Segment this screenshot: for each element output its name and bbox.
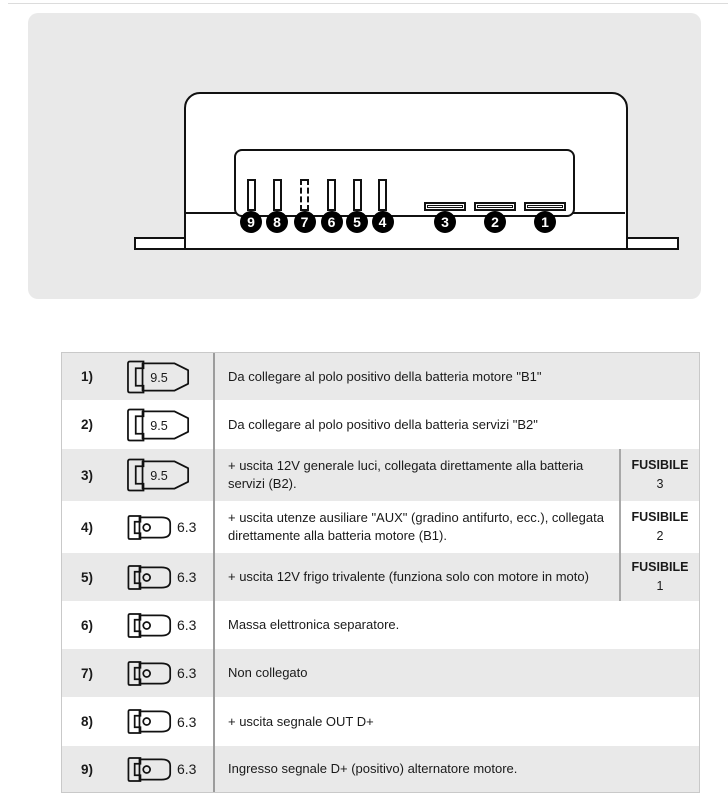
terminal-badge: 8	[266, 211, 288, 233]
row-number: 4)	[81, 519, 94, 535]
table-row: 3) 9.5 + uscita 12V generale luci, colle…	[62, 449, 699, 501]
row-connector-cell: 1) 9.5	[62, 353, 215, 400]
terminal-6_3-icon: 6.3	[127, 564, 197, 590]
row-description: + uscita 12V frigo trivalente (funziona …	[215, 553, 619, 601]
fuse-cell: FUSIBILE 1	[619, 553, 699, 601]
terminal-pin	[352, 179, 362, 211]
row-description: + uscita utenze ausiliare "AUX" (gradino…	[215, 501, 619, 553]
table-row: 1) 9.5 Da collegare al polo positivo del…	[62, 353, 699, 400]
row-connector-cell: 5) 6.3	[62, 553, 215, 601]
terminal-pin	[272, 179, 282, 211]
row-description-text: + uscita 12V frigo trivalente (funziona …	[228, 569, 589, 585]
terminal-badge: 6	[320, 211, 343, 233]
row-connector-cell: 6) 6.3	[62, 601, 215, 649]
terminal-size-label: 6.3	[177, 617, 197, 633]
terminal-6_3-icon: 6.3	[127, 612, 197, 638]
mounting-flange-left	[134, 237, 186, 250]
terminal-size-label: 9.5	[150, 370, 168, 384]
table-row: 9) 6.3 Ingresso segnale D+ (positivo) al…	[62, 746, 699, 792]
terminal-badge: 7	[293, 211, 316, 233]
terminal-blade	[474, 202, 516, 211]
terminal-size-label: 6.3	[177, 761, 197, 777]
terminal-badge: 3	[434, 211, 456, 233]
row-connector-cell: 4) 6.3	[62, 501, 215, 553]
terminal-blade	[424, 202, 466, 211]
terminal-size-label: 6.3	[177, 569, 197, 585]
row-description: Da collegare al polo positivo della batt…	[215, 400, 699, 449]
table-row: 7) 6.3 Non collegato	[62, 649, 699, 697]
terminal-9_5-icon: 9.5	[127, 360, 193, 394]
row-description: Massa elettronica separatore.	[215, 601, 699, 649]
terminal-9_5-icon: 9.5	[127, 408, 193, 442]
table-row: 2) 9.5 Da collegare al polo positivo del…	[62, 400, 699, 449]
terminal-size-label: 9.5	[150, 418, 168, 432]
row-description-text: Massa elettronica separatore.	[228, 617, 400, 633]
terminal-pin	[327, 179, 336, 211]
terminal-size-label: 9.5	[150, 469, 168, 483]
fuse-number: 1	[656, 579, 664, 593]
row-description-text: + uscita 12V generale luci, collegata di…	[228, 458, 584, 491]
row-description-text: Ingresso segnale D+ (positivo) alternato…	[228, 761, 518, 777]
row-number: 6)	[81, 617, 94, 633]
terminal-pin	[300, 179, 309, 211]
row-description: Non collegato	[215, 649, 699, 697]
table-row: 6) 6.3 Massa elettronica separatore.	[62, 601, 699, 649]
terminal-badge: 1	[534, 211, 556, 233]
row-number: 5)	[81, 569, 94, 585]
row-description-text: Da collegare al polo positivo della batt…	[228, 416, 538, 432]
row-connector-cell: 8) 6.3	[62, 697, 215, 746]
mounting-flange-right	[626, 237, 679, 250]
terminal-size-label: 6.3	[177, 519, 197, 535]
row-description-text: + uscita utenze ausiliare "AUX" (gradino…	[228, 510, 604, 543]
connector-panel	[234, 149, 575, 217]
row-connector-cell: 3) 9.5	[62, 449, 215, 501]
row-number: 3)	[81, 467, 94, 483]
terminal-9_5-icon: 9.5	[127, 458, 193, 492]
terminal-pin	[378, 179, 387, 211]
row-description: Da collegare al polo positivo della batt…	[215, 353, 699, 400]
table-row: 5) 6.3 + uscita 12V frigo trivalente (fu…	[62, 553, 699, 601]
row-number: 9)	[81, 761, 94, 777]
row-description: + uscita segnale OUT D+	[215, 697, 699, 746]
row-number: 2)	[81, 417, 94, 432]
row-number: 8)	[81, 714, 94, 729]
terminal-size-label: 6.3	[177, 665, 197, 681]
terminal-6_3-icon: 6.3	[127, 756, 197, 782]
row-connector-cell: 7) 6.3	[62, 649, 215, 697]
terminal-legend-table: 1) 9.5 Da collegare al polo positivo del…	[61, 352, 700, 793]
page-top-hairline	[8, 3, 728, 4]
row-connector-cell: 2) 9.5	[62, 400, 215, 449]
terminal-badge: 9	[240, 211, 262, 233]
row-description: + uscita 12V generale luci, collegata di…	[215, 449, 619, 501]
row-number: 1)	[81, 369, 94, 384]
row-description-text: Non collegato	[228, 665, 308, 681]
fuse-label: FUSIBILE	[631, 560, 689, 575]
table-row: 8) 6.3 + uscita segnale OUT D+	[62, 697, 699, 746]
fuse-label: FUSIBILE	[631, 510, 689, 525]
fuse-cell: FUSIBILE 3	[619, 449, 699, 501]
row-description: Ingresso segnale D+ (positivo) alternato…	[215, 746, 699, 792]
terminal-badge: 2	[484, 211, 506, 233]
terminal-6_3-icon: 6.3	[127, 660, 197, 686]
table-row: 4) 6.3 + uscita utenze ausiliare "AUX" (…	[62, 501, 699, 553]
terminal-pin	[246, 179, 256, 211]
fuse-number: 2	[656, 529, 664, 543]
terminal-6_3-icon: 6.3	[127, 514, 197, 540]
terminal-blade	[524, 202, 566, 211]
terminal-size-label: 6.3	[177, 713, 197, 730]
fuse-cell: FUSIBILE 2	[619, 501, 699, 553]
terminal-6_3-icon: 6.3	[127, 709, 196, 734]
row-description-text: Da collegare al polo positivo della batt…	[228, 368, 542, 384]
terminal-badge: 5	[346, 211, 368, 233]
terminal-badge: 4	[371, 211, 394, 233]
row-connector-cell: 9) 6.3	[62, 746, 215, 792]
fuse-number: 3	[656, 477, 664, 491]
fuse-label: FUSIBILE	[631, 458, 689, 473]
row-description-text: + uscita segnale OUT D+	[228, 713, 374, 729]
row-number: 7)	[81, 665, 94, 681]
